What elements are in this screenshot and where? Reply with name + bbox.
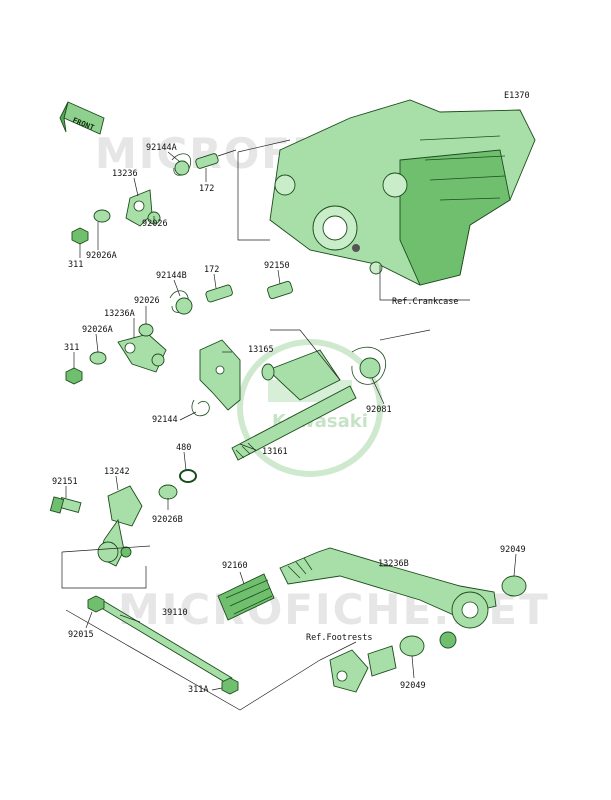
washer-92026A-upper bbox=[93, 209, 111, 223]
label-311-middle: 311 bbox=[64, 343, 79, 353]
spring-92081-lines bbox=[270, 329, 431, 381]
label-13161: 13161 bbox=[262, 447, 288, 457]
label-13236: 13236 bbox=[112, 169, 138, 179]
label-92150: 92150 bbox=[264, 261, 290, 271]
label-172-middle: 172 bbox=[204, 265, 219, 275]
front-arrow-icon: FRONT bbox=[59, 101, 105, 135]
washer-92049-right bbox=[501, 575, 527, 597]
label-92160: 92160 bbox=[222, 561, 248, 571]
label-92026A-upper: 92026A bbox=[86, 251, 117, 261]
plate-13165 bbox=[199, 339, 241, 411]
washer-92026B bbox=[158, 484, 178, 500]
leader-lines bbox=[65, 151, 517, 691]
washer-92049-lower bbox=[399, 635, 425, 657]
spring-92144 bbox=[191, 399, 210, 417]
spring-92144B bbox=[169, 290, 193, 315]
shift-arm-13236 bbox=[125, 189, 161, 227]
label-92049-right: 92049 bbox=[500, 545, 526, 555]
washer-92026A-middle bbox=[89, 351, 107, 365]
crankcase bbox=[269, 99, 536, 286]
circlip-480 bbox=[179, 469, 197, 483]
label-172-upper: 172 bbox=[199, 184, 214, 194]
bolt-92151 bbox=[49, 496, 82, 514]
label-92144B: 92144B bbox=[156, 271, 187, 281]
label-92144: 92144 bbox=[152, 415, 178, 425]
label-13236B: 13236B bbox=[378, 559, 409, 569]
label-92151: 92151 bbox=[52, 477, 78, 487]
lever-13242 bbox=[97, 485, 143, 567]
upper-bracket-lines bbox=[237, 139, 291, 241]
nut-311-upper bbox=[71, 227, 89, 245]
label-92026A-middle: 92026A bbox=[82, 325, 113, 335]
footrest-bracket bbox=[329, 645, 397, 693]
pin-172-upper bbox=[195, 153, 219, 169]
label-92081: 92081 bbox=[366, 405, 392, 415]
footpeg-rubber-92160 bbox=[217, 573, 275, 621]
label-480: 480 bbox=[176, 443, 191, 453]
spring-92144A bbox=[171, 153, 192, 176]
shift-shaft-13161 bbox=[231, 349, 357, 461]
label-92026-upper: 92026 bbox=[142, 219, 168, 229]
label-39110: 39110 bbox=[162, 608, 188, 618]
lower-bracket-lines bbox=[61, 545, 357, 711]
ref-footrests: Ref.Footrests bbox=[306, 633, 373, 643]
shift-arm-13236A bbox=[117, 333, 167, 373]
nut-311-middle bbox=[65, 367, 83, 385]
label-13236A: 13236A bbox=[104, 309, 135, 319]
pin-92150 bbox=[267, 280, 293, 300]
label-13242: 13242 bbox=[104, 467, 130, 477]
crankcase-leader bbox=[379, 265, 470, 301]
pin-172-middle bbox=[205, 284, 233, 303]
upper-pin-line bbox=[217, 149, 237, 157]
spring-92081 bbox=[351, 346, 387, 385]
label-13165: 13165 bbox=[248, 345, 274, 355]
ref-crankcase: Ref.Crankcase bbox=[392, 297, 459, 307]
label-92026B: 92026B bbox=[152, 515, 183, 525]
label-311A: 311A bbox=[188, 685, 208, 695]
diagram-code: E1370 bbox=[504, 91, 530, 101]
shift-pedal-13236B bbox=[279, 547, 497, 649]
nut-92015 bbox=[87, 595, 105, 613]
label-92049-lower: 92049 bbox=[400, 681, 426, 691]
nut-311A bbox=[221, 677, 239, 695]
label-311-upper: 311 bbox=[68, 260, 83, 270]
label-92015: 92015 bbox=[68, 630, 94, 640]
label-92026-middle: 92026 bbox=[134, 296, 160, 306]
washer-92026-middle bbox=[138, 323, 154, 337]
label-92144A: 92144A bbox=[146, 143, 177, 153]
